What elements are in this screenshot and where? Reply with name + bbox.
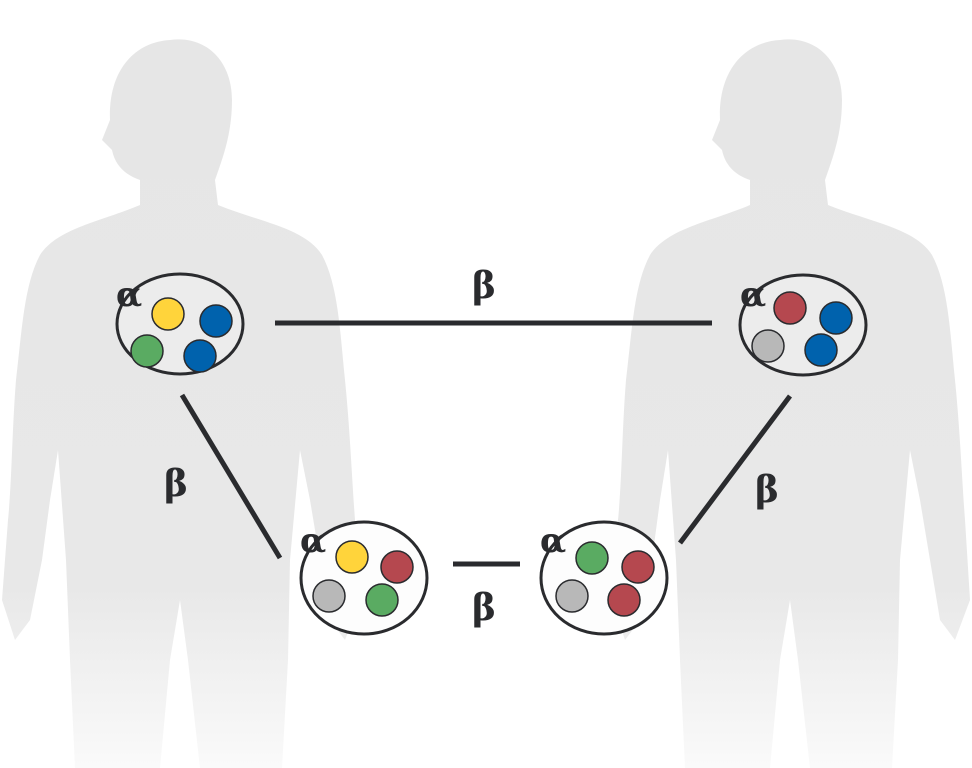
species-green (130, 334, 164, 368)
species-gray (555, 579, 589, 613)
species-yellow (151, 297, 185, 331)
species-red (621, 550, 655, 584)
species-blue (199, 304, 233, 338)
alpha-label: α (116, 275, 142, 315)
species-red (773, 291, 807, 325)
beta-link-right (677, 394, 793, 545)
connections (179, 320, 793, 567)
species-yellow (335, 540, 369, 574)
species-blue (819, 301, 853, 335)
species-circles (130, 291, 853, 617)
right-person-silhouette (612, 39, 970, 768)
beta-label: β (755, 469, 779, 511)
labels: α α α α β β β β (116, 265, 779, 629)
species-red (607, 583, 641, 617)
alpha-label: α (740, 275, 766, 315)
beta-label: β (472, 265, 496, 307)
species-gray (312, 579, 346, 613)
species-green (365, 583, 399, 617)
beta-label: β (472, 587, 496, 629)
left-person-silhouette (2, 39, 360, 768)
beta-label: β (164, 463, 188, 505)
species-red (380, 550, 414, 584)
alpha-label: α (540, 521, 566, 561)
species-blue (804, 333, 838, 367)
alpha-label: α (300, 521, 326, 561)
species-green (575, 541, 609, 575)
species-blue (183, 339, 217, 373)
beta-link-left (179, 393, 283, 560)
species-gray (751, 329, 785, 363)
